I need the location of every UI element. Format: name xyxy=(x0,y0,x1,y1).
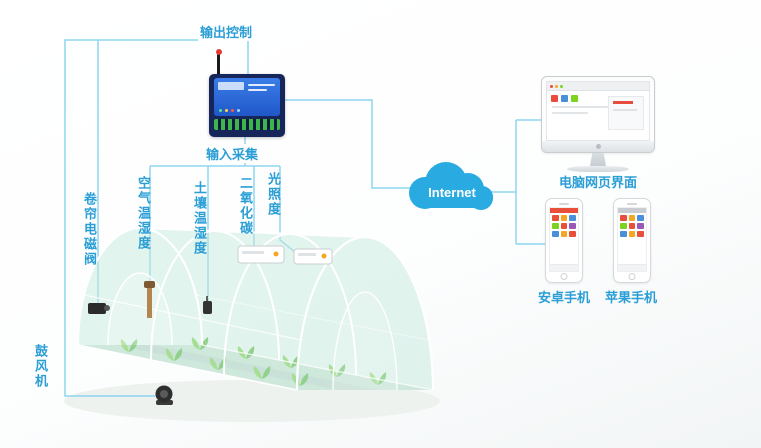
label-iphone: 苹果手机 xyxy=(604,290,657,305)
android-phone xyxy=(545,198,583,283)
controller-front-panel xyxy=(214,78,280,116)
iphone-app-grid xyxy=(618,213,646,239)
internet-cloud: Internet xyxy=(409,162,493,210)
co2-sensor-device xyxy=(237,245,285,264)
blower-device xyxy=(155,385,173,405)
greenhouse-glass xyxy=(78,228,433,390)
controller-cloud-line xyxy=(285,99,424,189)
antenna-icon xyxy=(215,49,222,76)
iphone-phone-screen xyxy=(617,207,647,272)
pc-screen-content xyxy=(546,81,650,141)
apple-logo-icon xyxy=(595,144,601,149)
pc-screen xyxy=(541,76,655,153)
label-co2: 二氧化碳 xyxy=(238,176,253,236)
pc-stand-neck xyxy=(590,153,606,166)
label-soil-temp-humidity: 土壤温湿度 xyxy=(192,181,207,256)
label-blower: 鼓风机 xyxy=(33,344,48,389)
pc-ui-chips xyxy=(551,95,645,102)
label-output-control: 输出控制 xyxy=(198,22,255,41)
pc-chin xyxy=(542,141,654,152)
label-light: 光照度 xyxy=(266,172,281,217)
phone-speaker-icon xyxy=(559,203,569,205)
pc-monitor xyxy=(541,76,655,172)
label-curtain-valve: 卷帘电磁阀 xyxy=(82,192,97,267)
pc-ui-panel xyxy=(608,96,644,130)
output-control-line xyxy=(64,39,249,397)
label-input-collection: 输入采集 xyxy=(204,144,261,163)
soil-sensor-device xyxy=(203,296,212,314)
label-air-temp-humidity: 空气温湿度 xyxy=(136,176,151,251)
label-pc-web: 电脑网页界面 xyxy=(558,175,637,190)
controller-body xyxy=(209,74,285,137)
home-button-icon xyxy=(628,273,636,280)
air-sensor-device xyxy=(144,281,155,318)
controller-label-chip xyxy=(218,82,244,90)
phone-speaker-icon xyxy=(627,203,637,205)
greenhouse xyxy=(76,226,435,405)
android-app-grid xyxy=(550,213,578,239)
connection-lines xyxy=(64,39,545,397)
curtain-motor-device xyxy=(88,303,110,314)
android-phone-screen xyxy=(549,207,579,272)
controller-text-lines xyxy=(248,84,275,94)
gateway-controller-device xyxy=(209,49,285,137)
controller-terminal-strip xyxy=(214,119,280,130)
light-sensor-device xyxy=(293,248,333,265)
internet-label: Internet xyxy=(428,185,476,200)
greenhouse-frame xyxy=(76,226,435,391)
home-button-icon xyxy=(560,273,568,280)
iphone-phone xyxy=(613,198,651,283)
pc-browser-bar xyxy=(547,82,649,91)
controller-led-row xyxy=(219,109,240,112)
label-android: 安卓手机 xyxy=(537,290,590,305)
pc-stand-base xyxy=(567,166,629,172)
